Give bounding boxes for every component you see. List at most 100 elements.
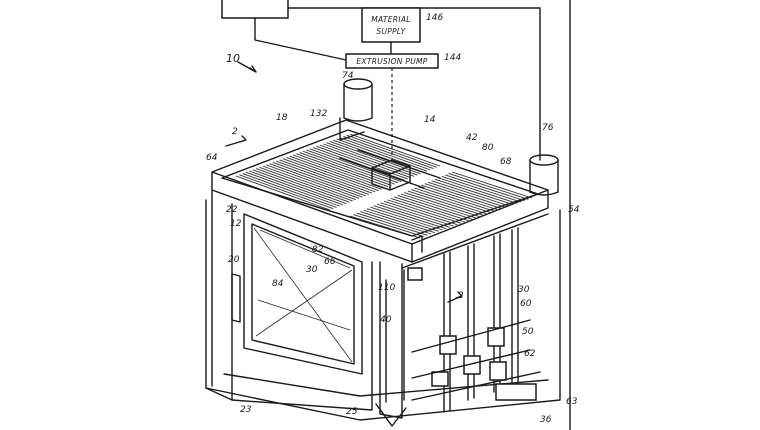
grid-line <box>272 161 366 197</box>
control-box-partial <box>221 0 289 19</box>
grid-line <box>387 199 462 224</box>
material-supply-box: MATERIAL SUPPLY <box>361 7 421 43</box>
grid-line <box>309 148 402 182</box>
grid-line <box>431 180 510 207</box>
rail-bracket-front <box>411 235 423 253</box>
ref-54: 54 <box>568 205 580 215</box>
rail-bracket-left <box>339 117 365 141</box>
control-wire-left <box>254 17 347 61</box>
ref-22: 22 <box>226 205 238 215</box>
grid-line <box>349 133 441 167</box>
grid-line <box>279 159 373 194</box>
grid-line <box>259 166 353 202</box>
grid-line <box>417 186 495 212</box>
grid-line <box>282 158 376 193</box>
ref-74: 74 <box>342 71 354 81</box>
ref-62: 62 <box>524 349 536 359</box>
ref-132: 132 <box>310 109 327 119</box>
grid-line <box>235 175 331 211</box>
ref-36: 36 <box>540 415 552 425</box>
right-side-chamber <box>375 213 549 427</box>
grid-line <box>266 164 360 199</box>
grid-line <box>421 184 499 211</box>
grid-line <box>312 147 405 181</box>
ref-76: 76 <box>542 123 554 133</box>
grid-line <box>336 138 428 172</box>
grid-line <box>353 214 424 238</box>
left-slot <box>231 273 241 323</box>
motor-post-left <box>343 78 373 122</box>
ref-80: 80 <box>482 143 494 153</box>
crossbars <box>411 319 541 401</box>
grid-line <box>323 143 415 177</box>
grid-line <box>346 134 437 168</box>
chamber-knob <box>407 267 423 281</box>
material-supply-label-2: SUPPLY <box>376 27 406 36</box>
grid-line <box>363 209 436 234</box>
ref-18: 18 <box>276 113 288 123</box>
ref-30: 30 <box>306 265 318 275</box>
grid-line <box>292 154 386 189</box>
grid-line <box>262 165 357 201</box>
ref-63: 63 <box>566 397 578 407</box>
ref-42: 42 <box>466 133 478 143</box>
grid-line <box>394 196 469 222</box>
grid-line <box>299 152 392 186</box>
ref-82: 82 <box>312 245 324 255</box>
ref-40: 40 <box>380 315 392 325</box>
material-supply-label-1: MATERIAL <box>371 15 411 24</box>
ref-12: 12 <box>230 219 242 229</box>
grid-line <box>370 206 443 231</box>
grid-line <box>404 192 480 218</box>
ref-2-top: 2 <box>232 127 238 137</box>
grid-line <box>377 203 451 228</box>
ref-23: 23 <box>240 405 252 415</box>
section-arrow-top <box>225 135 247 147</box>
grid-line <box>400 193 477 219</box>
grid-line <box>339 137 431 171</box>
grid-line <box>356 212 428 236</box>
ref-110: 110 <box>378 283 395 293</box>
ref-20: 20 <box>228 255 240 265</box>
extrusion-pump-label: EXTRUSION PUMP <box>356 57 427 66</box>
ref-10: 10 <box>226 52 240 65</box>
grid-line <box>441 175 521 203</box>
grid-line <box>349 215 421 239</box>
ref-68: 68 <box>500 157 512 167</box>
grid-line <box>434 178 514 206</box>
grid-line <box>343 136 434 170</box>
grid-line <box>360 211 432 235</box>
grid-line <box>383 200 458 226</box>
ref-144: 144 <box>444 53 461 63</box>
grid-line <box>438 177 518 204</box>
ref-30-right: 30 <box>518 285 530 295</box>
grid-line <box>269 163 363 198</box>
section-arrow-side <box>447 291 463 303</box>
grid-line <box>289 155 382 190</box>
build-platform-grid-right <box>349 171 533 239</box>
ref-66: 66 <box>324 257 336 267</box>
grid-line <box>296 153 389 188</box>
extrusion-pump-box: EXTRUSION PUMP <box>345 53 439 69</box>
grid-line <box>428 181 507 208</box>
grid-line <box>239 174 334 210</box>
ref-25: 25 <box>346 407 358 417</box>
grid-line <box>302 150 395 185</box>
ref-14: 14 <box>424 115 436 125</box>
grid-line <box>373 205 447 230</box>
ref-84: 84 <box>272 279 284 289</box>
grid-line <box>242 173 337 208</box>
grid-line <box>255 168 350 203</box>
grid-line <box>397 195 473 220</box>
machine-left-frame <box>205 189 561 421</box>
ref-10-arrow <box>237 61 257 73</box>
ref-60: 60 <box>520 299 532 309</box>
ref-64: 64 <box>206 153 218 163</box>
grid-line <box>306 149 399 184</box>
ref-50: 50 <box>522 327 534 337</box>
extruder-head <box>339 149 441 191</box>
grid-line <box>414 187 492 214</box>
grid-line <box>252 169 347 204</box>
